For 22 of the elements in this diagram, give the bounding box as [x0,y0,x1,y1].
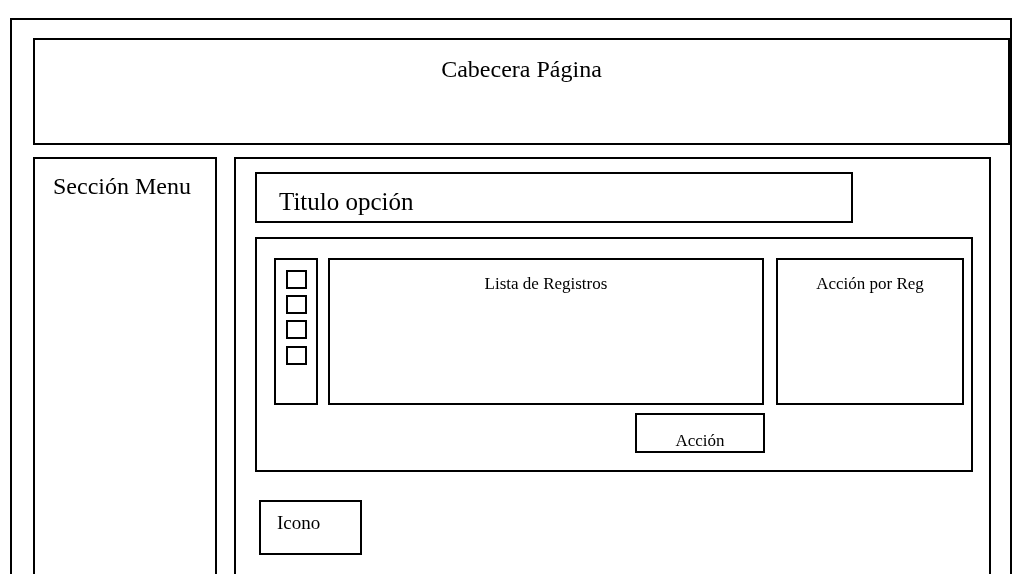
label-text: Lista de Registros [483,274,609,294]
header-section [33,38,1010,145]
page-frame [10,18,1012,574]
content-panel [234,157,991,574]
title-bar [255,172,853,223]
record-list-box [328,258,764,405]
row-action-box [776,258,964,405]
label-text: Cabecera Página [440,56,603,84]
checkbox [286,320,307,339]
action-button [635,413,765,453]
icon-box [259,500,362,555]
checkbox [286,270,307,289]
label-text: Sección Menu [53,173,192,200]
menu-section [33,157,217,574]
checkbox [286,295,307,314]
label-text: Acción [674,431,726,451]
label-text: Icono [277,512,321,534]
checkbox-column [274,258,318,405]
label-text: Titulo opción [279,188,414,217]
records-panel [255,237,973,472]
label-text: Acción por Reg [815,274,925,294]
checkbox [286,346,307,365]
